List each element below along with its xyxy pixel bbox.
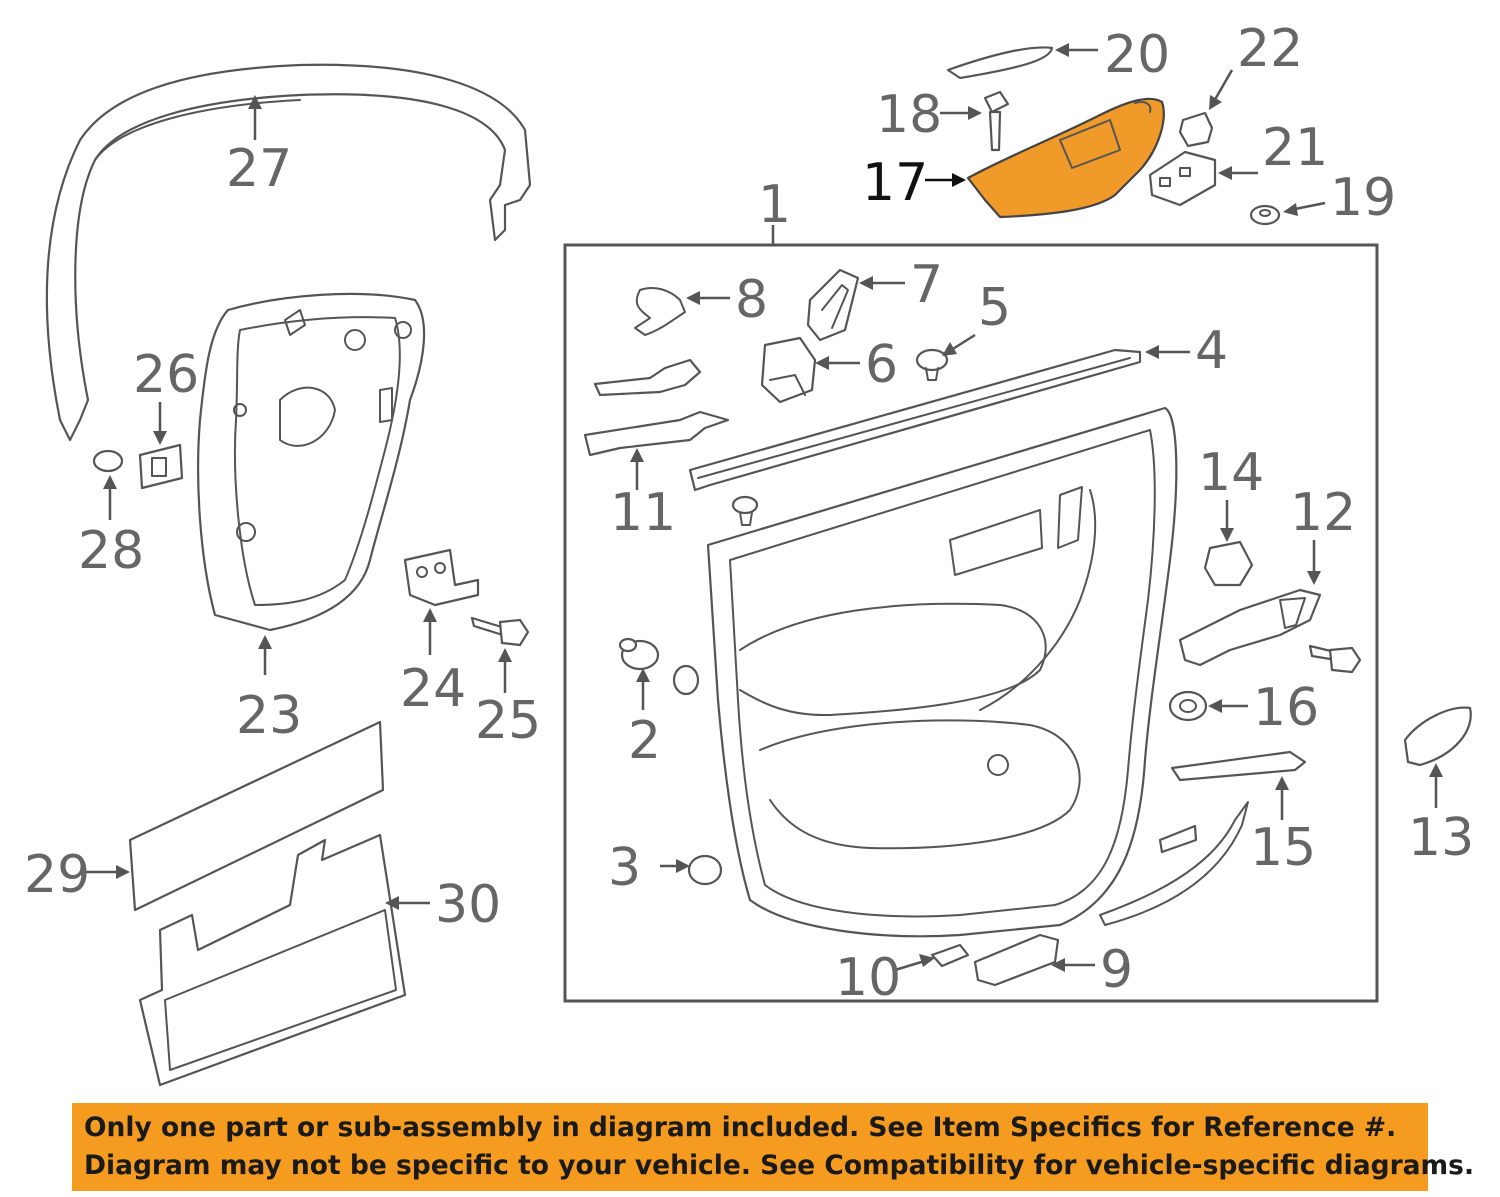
part-25-bolt bbox=[470, 616, 530, 647]
part-5-clip bbox=[915, 348, 949, 381]
part-14-switch bbox=[1203, 540, 1254, 587]
door-trim-panel bbox=[706, 406, 1178, 938]
part-17-switch-bezel-highlighted bbox=[966, 97, 1165, 219]
callout-10: 10 bbox=[835, 948, 901, 1008]
callout-21: 21 bbox=[1262, 118, 1328, 178]
door-panel-frame bbox=[563, 243, 1379, 1003]
door-panel-clip bbox=[731, 495, 759, 526]
part-10-cap bbox=[930, 943, 970, 968]
callout-11: 11 bbox=[610, 483, 676, 543]
callout-1: 1 bbox=[758, 175, 791, 235]
part-21-switch bbox=[1148, 150, 1217, 207]
part-13-cover bbox=[1403, 706, 1472, 767]
callout-24: 24 bbox=[400, 659, 466, 719]
callout-20: 20 bbox=[1104, 25, 1170, 85]
callout-6: 6 bbox=[865, 335, 898, 395]
part-20-gasket bbox=[946, 46, 1054, 80]
part-6-switch bbox=[760, 336, 817, 404]
part-29-sound-pad bbox=[128, 720, 385, 912]
disclaimer-line-2: Diagram may not be specific to your vehi… bbox=[84, 1150, 1475, 1181]
callout-13: 13 bbox=[1408, 808, 1474, 868]
callout-5: 5 bbox=[978, 278, 1011, 338]
callout-29: 29 bbox=[24, 845, 90, 905]
callout-17-highlighted: 17 bbox=[862, 153, 928, 213]
callout-30: 30 bbox=[435, 875, 501, 935]
part-30-deflector bbox=[138, 833, 407, 1087]
part-12-pull-handle bbox=[1178, 588, 1322, 667]
part-22-knob bbox=[1178, 111, 1214, 148]
callout-labels: 1 2 3 4 5 6 7 8 9 10 11 12 13 14 15 16 1… bbox=[24, 19, 1474, 1008]
part-8-rod bbox=[634, 287, 686, 336]
callout-19: 19 bbox=[1330, 168, 1396, 228]
callout-25: 25 bbox=[475, 691, 541, 751]
part-26-pad bbox=[138, 443, 184, 490]
part-12-bolt bbox=[1308, 644, 1362, 674]
callout-28: 28 bbox=[78, 521, 144, 581]
callout-14: 14 bbox=[1198, 443, 1264, 503]
part-15-strip bbox=[1099, 750, 1307, 926]
callout-7: 7 bbox=[910, 255, 943, 315]
part-27-window-molding bbox=[45, 63, 532, 442]
part-11-handle-rod bbox=[583, 358, 730, 457]
disclaimer-line-1: Only one part or sub-assembly in diagram… bbox=[84, 1112, 1397, 1143]
disclaimer-banner: Only one part or sub-assembly in diagram… bbox=[72, 1103, 1475, 1191]
callout-22: 22 bbox=[1237, 19, 1303, 79]
callout-2: 2 bbox=[628, 711, 661, 771]
part-2-retainer bbox=[618, 637, 700, 696]
callout-12: 12 bbox=[1290, 483, 1356, 543]
part-7-bezel bbox=[806, 268, 860, 342]
callout-15: 15 bbox=[1250, 818, 1316, 878]
part-19-nut bbox=[1249, 204, 1281, 226]
leader-lines bbox=[85, 43, 1443, 972]
part-24-bracket bbox=[403, 548, 480, 607]
callout-23: 23 bbox=[236, 686, 302, 746]
part-9-switch bbox=[973, 933, 1060, 987]
part-23-inner-panel bbox=[197, 292, 426, 632]
part-16-grommet bbox=[1168, 690, 1208, 722]
callout-3: 3 bbox=[608, 838, 641, 898]
part-18-bolt bbox=[983, 90, 1010, 152]
part-28-push-pin bbox=[92, 449, 124, 473]
callout-26: 26 bbox=[133, 345, 199, 405]
callout-4: 4 bbox=[1195, 321, 1228, 381]
part-3-grommet bbox=[687, 854, 723, 886]
part-4-belt-molding bbox=[688, 348, 1142, 492]
callout-27: 27 bbox=[226, 139, 292, 199]
callout-18: 18 bbox=[876, 85, 942, 145]
callout-8: 8 bbox=[735, 270, 768, 330]
callout-16: 16 bbox=[1253, 678, 1319, 738]
callout-9: 9 bbox=[1100, 940, 1133, 1000]
